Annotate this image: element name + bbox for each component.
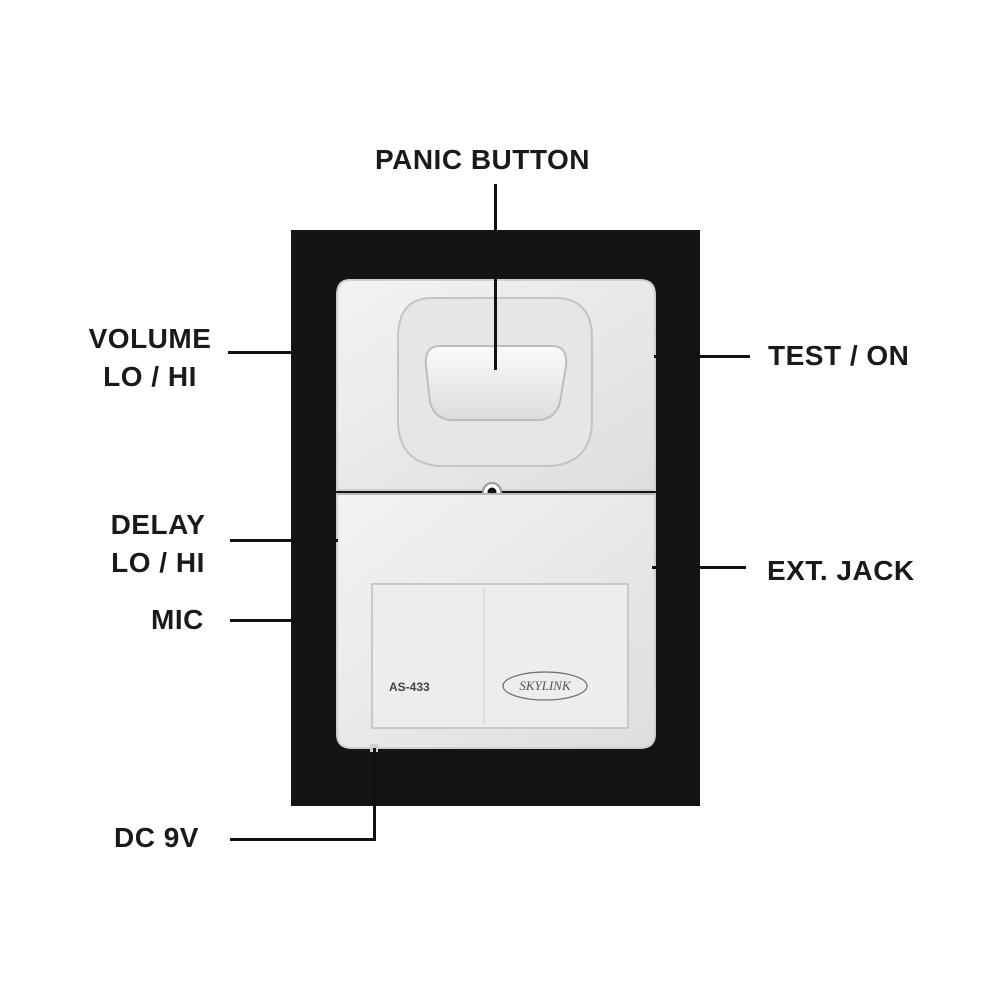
model-number-text: AS-433 xyxy=(389,680,430,694)
brand-logo: SKYLINK xyxy=(502,671,588,701)
label-dc-9v: DC 9V xyxy=(114,822,199,853)
label-volume: VOLUME LO / HI xyxy=(76,320,224,396)
label-ext-jack: EXT. JACK xyxy=(767,555,915,586)
label-delay-line1: DELAY xyxy=(110,509,206,540)
leader-line-panic xyxy=(494,184,497,370)
leader-line-mic xyxy=(230,619,336,622)
leader-line-dc-horizontal xyxy=(230,838,376,841)
front-panel xyxy=(371,583,629,729)
label-panic-button: PANIC BUTTON xyxy=(375,144,590,175)
leader-line-delay xyxy=(230,539,338,542)
leader-line-volume xyxy=(228,351,334,354)
label-delay: DELAY LO / HI xyxy=(84,506,232,582)
label-volume-line1: VOLUME xyxy=(88,323,212,354)
label-mic: MIC xyxy=(151,604,204,635)
panic-button xyxy=(424,345,568,421)
leader-line-ext-jack xyxy=(652,566,746,569)
label-volume-line2: LO / HI xyxy=(103,361,197,392)
brand-logo-text: SKYLINK xyxy=(519,678,572,693)
label-test-on: TEST / ON xyxy=(768,340,910,371)
label-delay-line2: LO / HI xyxy=(111,547,205,578)
leader-line-test xyxy=(654,355,750,358)
leader-line-dc-vertical xyxy=(373,748,376,840)
